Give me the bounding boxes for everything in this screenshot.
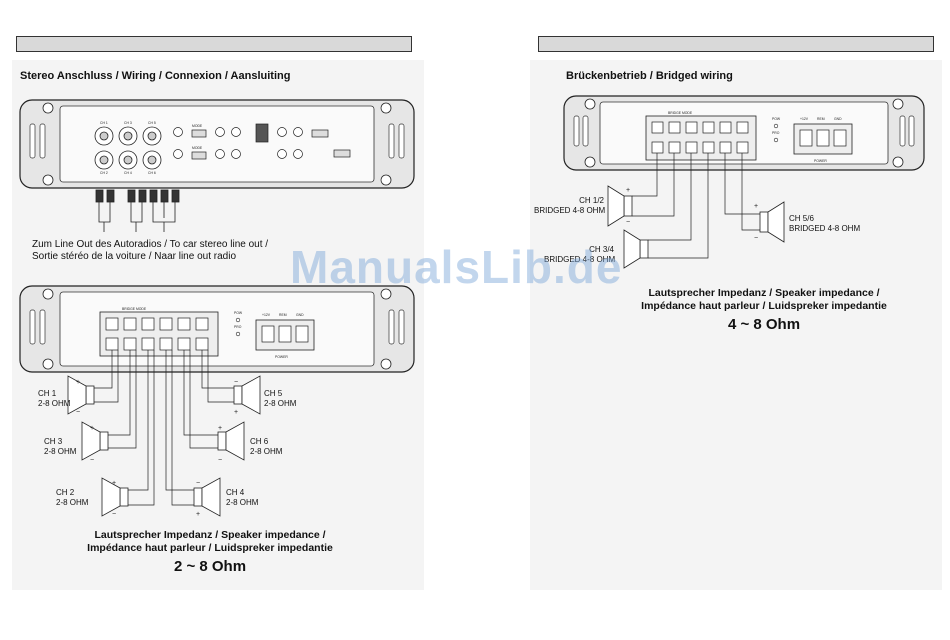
speaker-label-ch1: CH 1 2-8 OHM xyxy=(38,389,70,409)
left-impedance-line1: Lautsprecher Impedanz / Speaker impedanc… xyxy=(94,529,326,541)
bridged-ch12-plus: + xyxy=(626,187,630,194)
left-heading: Stereo Anschluss / Wiring / Connexion / … xyxy=(20,70,291,82)
speaker-ch1-ohm: 2-8 OHM xyxy=(38,399,71,408)
pro-led-label: PRO xyxy=(234,325,242,329)
power-label: POWER xyxy=(275,355,288,359)
speaker-ch5-plus: + xyxy=(234,409,238,416)
speaker-ch3-ohm: 2-8 OHM xyxy=(44,447,77,456)
left-impedance-block: Lautsprecher Impedanz / Speaker impedanc… xyxy=(60,529,360,577)
speaker-ch2-minus: − xyxy=(112,511,116,518)
line-out-caption-line2: Sortie stéréo de la voiture / Naar line … xyxy=(32,251,236,262)
speaker-ch3-name: CH 3 xyxy=(44,437,63,446)
bridged-ch34-ohm: BRIDGED 4-8 OHM xyxy=(544,255,616,264)
bridged-ch56-ohm: BRIDGED 4-8 OHM xyxy=(789,224,861,233)
speaker-ch3-plus: + xyxy=(90,425,94,432)
bridged-ch56-plus: + xyxy=(754,203,758,210)
bridged-ch12-ohm: BRIDGED 4-8 OHM xyxy=(534,206,606,215)
bridged-ch34-name: CH 3/4 xyxy=(589,245,614,254)
mode-switch-label-top: MODE xyxy=(192,124,203,128)
speaker-ch4-name: CH 4 xyxy=(226,488,245,497)
speaker-ch3-minus: − xyxy=(90,457,94,464)
bridged-rem-label: REM xyxy=(817,117,825,121)
left-impedance-value: 2 ~ 8 Ohm xyxy=(173,558,247,575)
rca-label-ch3: CH 3 xyxy=(124,121,132,125)
speaker-ch2-name: CH 2 xyxy=(56,488,75,497)
speaker-ch4-ohm: 2-8 OHM xyxy=(226,498,259,507)
right-impedance-block: Lautsprecher Impedanz / Speaker impedanc… xyxy=(614,287,914,335)
right-impedance-line2: Impédance haut parleur / Luidspreker imp… xyxy=(641,300,887,312)
speaker-ch5-minus: − xyxy=(234,379,238,386)
bridged-gnd-label: GND xyxy=(834,117,842,121)
left-impedance-line2: Impédance haut parleur / Luidspreker imp… xyxy=(87,542,333,554)
speaker-ch6-plus: + xyxy=(218,425,222,432)
bridged-ch12-name: CH 1/2 xyxy=(579,196,604,205)
rca-label-ch5: CH 5 xyxy=(148,121,156,125)
speaker-ch1-name: CH 1 xyxy=(38,389,57,398)
mode-switch-label-bottom: MODE xyxy=(192,146,203,150)
right-heading: Brückenbetrieb / Bridged wiring xyxy=(566,70,733,82)
speaker-ch1-plus: + xyxy=(76,379,80,386)
bridged-ch56-name: CH 5/6 xyxy=(789,214,814,223)
speaker-ch6-minus: − xyxy=(218,457,222,464)
power-terminal-rem-label: REM xyxy=(279,313,287,317)
right-impedance-line1: Lautsprecher Impedanz / Speaker impedanc… xyxy=(648,287,880,299)
speaker-ch5-ohm: 2-8 OHM xyxy=(264,399,297,408)
speaker-ch4-plus: + xyxy=(196,511,200,518)
rca-label-ch1: CH 1 xyxy=(100,121,108,125)
bridge-mode-label-right: BRIDGE MODE xyxy=(668,111,693,115)
stereo-speaker-wiring-diagram: BRIDGE MODE +12V REM GND POWER POW PRO +… xyxy=(19,285,415,518)
line-out-caption-line1: Zum Line Out des Autoradios / To car ste… xyxy=(32,239,269,250)
bridged-ch56-minus: − xyxy=(754,235,758,242)
bridged-ch12-minus: − xyxy=(626,219,630,226)
speaker-label-ch6: CH 6 2-8 OHM xyxy=(250,437,282,457)
right-impedance-value: 4 ~ 8 Ohm xyxy=(727,316,801,333)
rca-label-ch2: CH 2 xyxy=(100,171,108,175)
watermark: ManualsLib.de xyxy=(290,241,623,293)
bridged-wiring-diagram: BRIDGE MODE +12V REM GND POWER POW PRO +… xyxy=(563,95,925,269)
bridged-pow-label: POW xyxy=(772,117,781,121)
speaker-label-ch4: CH 4 2-8 OHM xyxy=(226,488,258,508)
speaker-label-ch5: CH 5 2-8 OHM xyxy=(264,389,296,409)
bridged-12v-label: +12V xyxy=(800,117,809,121)
pow-led-label: POW xyxy=(234,311,243,315)
rca-label-ch6: CH 6 xyxy=(148,171,156,175)
bridged-power-label: POWER xyxy=(814,159,827,163)
power-terminal-12v-label: +12V xyxy=(262,313,271,317)
rca-label-ch4: CH 4 xyxy=(124,171,132,175)
bridged-speaker-label-ch12: CH 1/2 BRIDGED 4-8 OHM xyxy=(534,196,606,216)
power-terminal-gnd-label: GND xyxy=(296,313,304,317)
speaker-label-ch2: CH 2 2-8 OHM xyxy=(56,488,88,508)
stereo-input-amplifier-diagram: CH 1 CH 3 CH 5 CH 2 CH 4 CH 6 MODE MODE xyxy=(19,99,415,232)
bridge-mode-label-left: BRIDGE MODE xyxy=(122,307,147,311)
bridged-pro-label: PRO xyxy=(772,131,780,135)
bridged-speaker-label-ch34: CH 3/4 BRIDGED 4-8 OHM xyxy=(544,245,616,265)
speaker-label-ch3: CH 3 2-8 OHM xyxy=(44,437,76,457)
speaker-ch5-name: CH 5 xyxy=(264,389,283,398)
left-header-bar xyxy=(16,36,412,52)
speaker-ch1-minus: − xyxy=(76,409,80,416)
right-header-bar xyxy=(538,36,934,52)
speaker-ch6-name: CH 6 xyxy=(250,437,269,446)
speaker-ch2-plus: + xyxy=(112,480,116,487)
speaker-ch6-ohm: 2-8 OHM xyxy=(250,447,283,456)
speaker-ch2-ohm: 2-8 OHM xyxy=(56,498,89,507)
speaker-ch4-minus: − xyxy=(196,480,200,487)
bridged-speaker-label-ch56: CH 5/6 BRIDGED 4-8 OHM xyxy=(789,214,860,234)
